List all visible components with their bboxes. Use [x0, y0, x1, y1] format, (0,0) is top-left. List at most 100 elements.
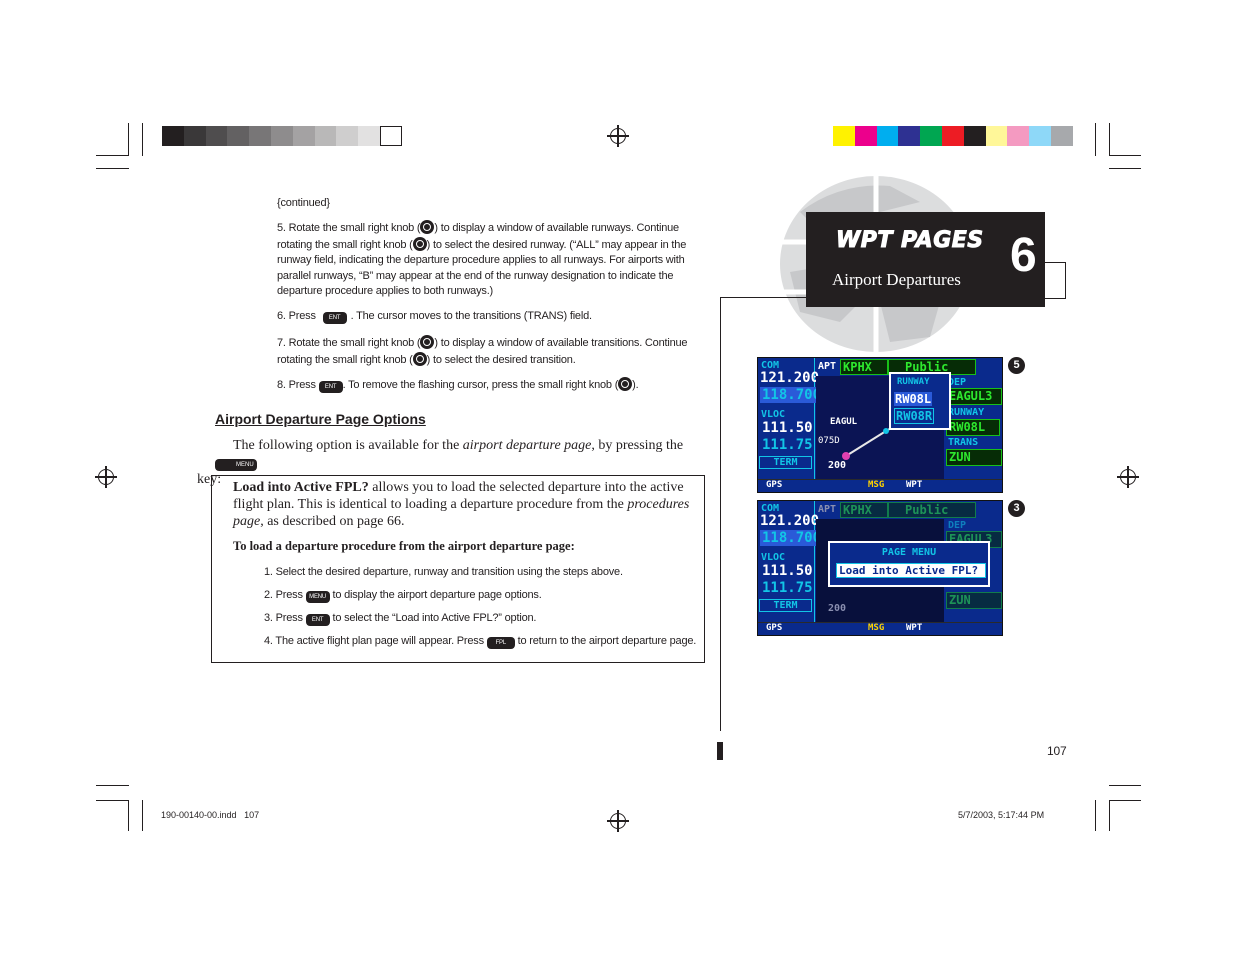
color-swatch — [1007, 126, 1030, 146]
color-swatch — [942, 126, 964, 146]
gps-screen-runway: COM 121.200 118.700 VLOC 111.50 111.75 T… — [757, 357, 1003, 493]
vloc-active: 111.50 — [762, 563, 813, 579]
gps-screen-page-menu: COM 121.200 118.700 VLOC 111.50 111.75 T… — [757, 500, 1003, 636]
bar-wpt: WPT — [906, 623, 923, 633]
com-active: 121.200 — [760, 370, 820, 386]
color-swatch — [162, 126, 184, 146]
ent-key-icon: ENT — [322, 312, 347, 324]
radio-column — [758, 501, 815, 635]
box-step-4: 4. The active flight plan page will appe… — [264, 635, 697, 649]
com-standby: 118.700 — [760, 387, 824, 403]
runway-label: RUNWAY — [948, 407, 985, 418]
popup-title: PAGE MENU — [881, 547, 937, 558]
tab-edge — [1045, 262, 1066, 299]
slug-file: 190-00140-00.indd 107 — [161, 810, 260, 820]
vloc-standby: 111.75 — [762, 437, 813, 453]
registration-mark-left-icon — [95, 466, 117, 488]
color-swatch — [985, 126, 1008, 146]
tab-title: WPT PAGES — [836, 228, 984, 254]
color-swatch — [336, 126, 359, 146]
com-active: 121.200 — [760, 513, 820, 529]
registration-mark-bottom-icon — [607, 810, 629, 832]
bar-wpt: WPT — [906, 480, 923, 490]
map-range-label: 200 — [828, 460, 847, 471]
color-swatch — [227, 126, 250, 146]
box-step-3: 3. Press ENT to select the “Load into Ac… — [264, 612, 537, 626]
color-swatch — [205, 126, 228, 146]
column-rule-top — [720, 297, 806, 298]
runway-value: RW08L — [946, 419, 1000, 436]
runway-popup: RUNWAY RW08L RW08R — [889, 372, 951, 430]
menu-key-icon: MENU — [305, 591, 330, 603]
callout-5: 5 — [1008, 357, 1025, 374]
section-heading: Airport Departure Page Options — [215, 411, 426, 427]
page-marker — [717, 742, 723, 760]
step-5: 5. Rotate the small right knob () to dis… — [277, 220, 687, 297]
vloc-label: VLOC — [761, 552, 786, 563]
bar-msg: MSG — [868, 623, 885, 633]
page-number: 107 — [1047, 744, 1067, 758]
trans-value: ZUN — [946, 449, 1002, 466]
dep-label: DEP — [948, 520, 967, 531]
map-range-label: 200 — [828, 603, 847, 614]
term-label: TERM — [759, 599, 812, 612]
step-7: 7. Rotate the small right knob () to dis… — [277, 335, 688, 366]
small-right-knob-icon — [618, 377, 633, 391]
apt-label: APT — [818, 361, 837, 372]
small-right-knob-icon — [412, 351, 427, 366]
color-swatch — [898, 126, 921, 146]
color-swatch — [854, 126, 877, 146]
color-swatch — [963, 126, 986, 146]
continued-label: {continued} — [277, 197, 330, 209]
popup-item-2: RW08R — [894, 408, 935, 424]
map-course-label: 075D — [818, 436, 840, 446]
step-8: 8. Press ENT. To remove the flashing cur… — [277, 377, 639, 393]
box-step-1: 1. Select the desired departure, runway … — [264, 566, 623, 578]
color-swatch — [292, 126, 315, 146]
popup-title: RUNWAY — [897, 377, 930, 387]
apt-ident: KPHX — [840, 502, 888, 518]
color-swatch — [380, 126, 402, 146]
status-bar: GPS MSG WPT — [758, 622, 1002, 635]
small-right-knob-icon — [420, 335, 435, 349]
status-bar: GPS MSG WPT — [758, 479, 1002, 492]
column-rule — [720, 297, 721, 731]
dep-label: DEP — [948, 377, 967, 388]
com-standby: 118.700 — [760, 530, 824, 546]
color-swatch — [183, 126, 206, 146]
option-box: Load into Active FPL? allows you to load… — [211, 475, 705, 663]
ent-key-icon: ENT — [318, 381, 343, 393]
apt-ident: KPHX — [840, 359, 888, 375]
chapter-tab: WPT PAGES Airport Departures 6 — [806, 212, 1045, 307]
option-lead: Load into Active FPL? allows you to load… — [233, 480, 690, 529]
color-swatch — [1051, 126, 1073, 146]
option-subheading: To load a departure procedure from the a… — [233, 539, 575, 553]
color-swatch — [249, 126, 271, 146]
bar-msg: MSG — [868, 480, 885, 490]
load-active-fpl-option[interactable]: Load into Active FPL? — [836, 563, 986, 578]
trans-label: TRANS — [948, 437, 979, 448]
tab-subtitle: Airport Departures — [832, 270, 961, 289]
vloc-active: 111.50 — [762, 420, 813, 436]
intro-paragraph: The following option is available for th… — [197, 438, 684, 487]
step-6: 6. Press ENT. The cursor moves to the tr… — [277, 310, 592, 324]
popup-item-1: RW08L — [894, 392, 933, 406]
com-label: COM — [761, 503, 780, 514]
apt-type: Public — [888, 502, 976, 518]
term-label: TERM — [759, 456, 812, 469]
dep-value: EAGUL3 — [946, 388, 1002, 405]
registration-mark-right-icon — [1117, 466, 1139, 488]
vloc-label: VLOC — [761, 409, 786, 420]
vloc-standby: 111.75 — [762, 580, 813, 596]
page-menu-popup: PAGE MENU Load into Active FPL? — [828, 541, 990, 587]
fpl-key-icon: FPL — [486, 637, 515, 649]
ent-key-icon: ENT — [305, 614, 330, 626]
trans-value: ZUN — [946, 592, 1002, 609]
slug-timestamp: 5/7/2003, 5:17:44 PM — [958, 810, 1045, 820]
small-right-knob-icon — [412, 236, 427, 251]
chapter-number: 6 — [1010, 229, 1037, 282]
color-swatch — [1029, 126, 1051, 146]
color-swatch — [876, 126, 899, 146]
color-swatch — [833, 126, 855, 146]
menu-key-icon: MENU — [215, 459, 257, 471]
